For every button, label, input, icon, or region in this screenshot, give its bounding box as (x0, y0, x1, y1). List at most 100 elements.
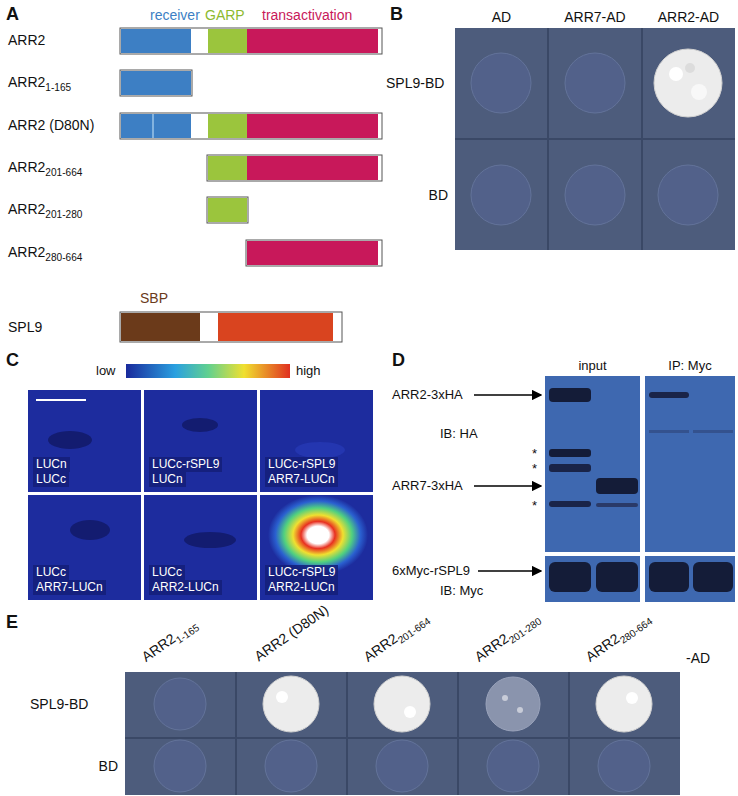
label-group: ARR21-165 (8, 74, 71, 94)
label-group: ARR2201-664 (8, 159, 82, 179)
label-group: ARR2-3xHA (392, 387, 463, 403)
luc-image-tile: LUCcARR2-LUCn (144, 495, 257, 600)
text-label: ARR2 (D80N) (251, 602, 331, 665)
text-label: ARR2 (8, 74, 45, 90)
text-label: ARR2 (8, 201, 45, 217)
label-group: transactivation (262, 7, 352, 24)
subscript-label: 1-165 (174, 622, 201, 646)
text-label: D (392, 350, 405, 370)
text-label: ARR7-3xHA (392, 478, 463, 493)
label-group: IB: HA (440, 426, 478, 442)
luc-image-tile: LUCcARR7-LUCn (28, 495, 141, 600)
text-label: * (532, 446, 537, 461)
label-group: GARP (205, 7, 245, 24)
text-label: BD (429, 187, 448, 203)
text-label: SPL9-BD (30, 696, 88, 712)
text-label: ARR2 (D80N) (8, 117, 94, 133)
text-label: * (532, 498, 537, 513)
text-label: IP: Myc (668, 358, 711, 373)
text-label: AD (492, 9, 511, 25)
luc-image-tile: LUCc-rSPL9LUCn (144, 390, 257, 492)
text-label: transactivation (262, 7, 352, 23)
label-group: ARR2 (8, 32, 45, 49)
tile-label: ARR2-LUCn (149, 580, 222, 595)
tile-label: LUCc (149, 565, 185, 580)
text-label: SPL9-BD (386, 75, 444, 91)
label-group: ARR7-3xHA (392, 478, 463, 494)
western-blots (474, 376, 735, 602)
text-label: E (6, 612, 18, 632)
label-group: AD (455, 9, 548, 26)
label-group: 6xMyc-rSPL9 (392, 563, 470, 579)
tile-label: LUCc (33, 565, 69, 580)
text-label: SBP (140, 290, 168, 306)
label-group: ARR2-AD (642, 9, 735, 26)
tile-label: LUCc-rSPL9 (265, 457, 338, 472)
text-label: ARR2 (8, 32, 45, 48)
label-group: SPL9-BD (386, 75, 444, 92)
label-group: high (296, 363, 321, 379)
text-label: 6xMyc-rSPL9 (392, 563, 470, 578)
label-group: ARR2 (D80N) (251, 602, 331, 665)
label-group: ARR2201-664 (361, 609, 433, 668)
label-group: * (532, 498, 537, 514)
subscript-label: 201-664 (396, 615, 433, 645)
label-group: ARR2280-664 (583, 609, 655, 668)
text-label: high (296, 363, 321, 378)
luc-image-tile: LUCc-rSPL9ARR7-LUCn (260, 390, 373, 492)
label-group: BD (386, 187, 448, 204)
text-label: receiver (150, 7, 200, 23)
label-group: -AD (686, 650, 710, 667)
text-label: ARR2 (139, 630, 179, 665)
label-group: low (96, 363, 116, 379)
label-group: IP: Myc (645, 358, 735, 374)
text-label: BD (99, 758, 118, 774)
text-label: ARR2 (8, 159, 45, 175)
tile-label: ARR7-LUCn (265, 472, 338, 487)
label-group: E (6, 612, 18, 634)
text-label: SPL9 (8, 319, 42, 335)
tile-label: LUCn (149, 472, 186, 487)
label-group: ARR2201-280 (472, 609, 544, 668)
tile-label: ARR7-LUCn (33, 580, 106, 595)
text-label: ARR2 (8, 244, 45, 260)
text-label: A (6, 4, 19, 24)
label-group: C (6, 350, 19, 372)
label-group: IB: Myc (440, 583, 483, 599)
subscript-label: 1-165 (45, 82, 71, 93)
luc-images (28, 364, 373, 600)
label-group: D (392, 350, 405, 372)
label-group: SBP (140, 290, 168, 307)
label-group: ARR7-AD (548, 9, 642, 26)
text-label: IB: HA (440, 426, 478, 441)
text-label: B (390, 4, 403, 24)
text-label: ARR2 (361, 630, 401, 665)
label-group: B (390, 4, 403, 26)
label-group: SPL9-BD (30, 696, 88, 713)
label-group: ARR2201-280 (8, 201, 82, 221)
label-group: ARR21-165 (139, 615, 202, 668)
subscript-label: 201-664 (45, 167, 82, 178)
label-group: SPL9 (8, 319, 42, 336)
text-label: IB: Myc (440, 583, 483, 598)
text-label: C (6, 350, 19, 370)
domain-bars (120, 28, 382, 342)
text-label: ARR7-AD (564, 9, 625, 25)
tile-label: ARR2-LUCn (265, 580, 338, 595)
tile-label: LUCc-rSPL9 (149, 457, 222, 472)
label-group: ARR2 (D80N) (8, 117, 94, 134)
tile-label: LUCc (33, 472, 69, 487)
text-label: ARR2 (472, 630, 512, 665)
label-group: * (532, 461, 537, 477)
tile-label: LUCc-rSPL9 (265, 565, 338, 580)
luc-image-tile: LUCnLUCc (28, 390, 141, 492)
yeast-grid (455, 28, 735, 250)
text-label: -AD (686, 650, 710, 666)
label-group: receiver (150, 7, 200, 24)
subscript-label: 280-664 (45, 252, 82, 263)
text-label: low (96, 363, 116, 378)
text-label: input (578, 358, 606, 373)
label-group: input (545, 358, 640, 374)
